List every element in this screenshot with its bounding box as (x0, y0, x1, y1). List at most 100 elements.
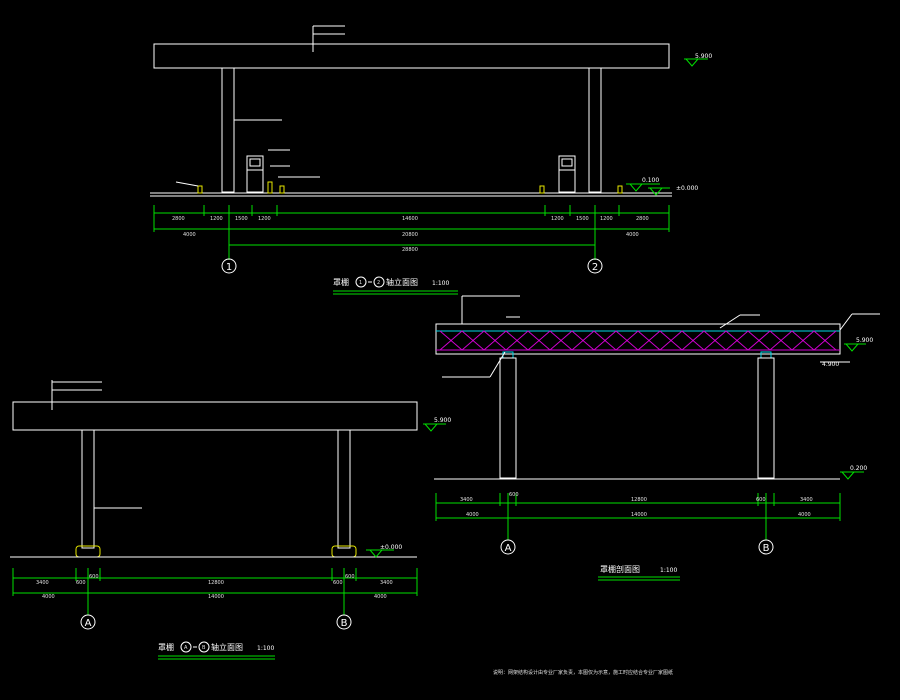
svg-text:600: 600 (89, 574, 99, 580)
fuel-dispenser-left (246, 155, 264, 193)
axis-marker-B: B (758, 539, 774, 555)
fuel-dispenser-right (558, 155, 576, 193)
bollard (617, 185, 623, 194)
svg-text:B: B (763, 543, 770, 554)
elevation-label-mid: 4.900 (822, 361, 839, 368)
view-title-1-2: 罩棚 1 2 轴立面图 1:100 (333, 276, 458, 295)
bollard (267, 181, 273, 194)
svg-text:轴立面图: 轴立面图 (386, 277, 418, 287)
column-right (757, 357, 775, 479)
column-left (221, 67, 235, 193)
svg-text:1500: 1500 (235, 216, 248, 222)
svg-text:28800: 28800 (402, 247, 418, 253)
svg-text:0.200: 0.200 (850, 465, 867, 472)
column-left (81, 429, 95, 549)
svg-text:12800: 12800 (631, 497, 647, 503)
svg-text:1200: 1200 (600, 216, 613, 222)
svg-text:4000: 4000 (626, 232, 639, 238)
dimension-text-row1: 3400 600 12800 600 3400 (460, 492, 813, 503)
elevation-mark-roof: 5.900 (684, 53, 712, 67)
svg-text:600: 600 (509, 492, 519, 498)
bollard (539, 185, 545, 194)
svg-text:±0.000: ±0.000 (380, 544, 402, 551)
column-right (337, 429, 351, 549)
svg-text:4000: 4000 (466, 512, 479, 518)
elevation-1-2: 5.900 0.100 ±0.000 2800 (150, 25, 712, 295)
elevation-mark-ground: 0.100 ±0.000 (626, 177, 698, 196)
axis-marker-A: A (80, 614, 96, 630)
svg-text:14000: 14000 (208, 594, 224, 600)
axis-marker-1: 1 (221, 258, 237, 274)
dimension-text-row2: 4000 14000 4000 (42, 594, 387, 600)
dimension-lines (12, 568, 418, 615)
column-right (588, 67, 602, 193)
svg-text:3400: 3400 (36, 580, 49, 586)
svg-text:B: B (341, 618, 348, 629)
elevation-mark-ground: 0.200 (840, 465, 867, 480)
axis-marker-A: A (500, 539, 516, 555)
svg-text:14000: 14000 (631, 512, 647, 518)
svg-text:2800: 2800 (636, 216, 649, 222)
dimension-text-row2: 4000 14000 4000 (466, 512, 811, 518)
svg-text:4.900: 4.900 (822, 361, 839, 368)
elevation-A-B: 5.900 ±0.000 3400 600 600 12800 600 600 (10, 380, 451, 660)
svg-text:罩棚剖面图: 罩棚剖面图 (600, 564, 640, 574)
elevation-mark-top: 5.900 (844, 337, 873, 352)
drawing-note: 说明：网架结构设计由专业厂家负责，本图仅为示意，施工时应结合专业厂家图纸 (493, 669, 673, 676)
svg-text:轴立面图: 轴立面图 (211, 642, 243, 652)
svg-text:3400: 3400 (800, 497, 813, 503)
svg-text:3400: 3400 (460, 497, 473, 503)
dimension-text-row1: 2800 1200 1500 1200 14600 1200 1500 1200… (172, 216, 649, 222)
svg-text:1:100: 1:100 (257, 645, 274, 652)
svg-text:罩棚: 罩棚 (333, 277, 349, 287)
svg-text:2: 2 (592, 262, 598, 273)
svg-text:3400: 3400 (380, 580, 393, 586)
svg-text:1:100: 1:100 (660, 567, 677, 574)
dimension-lines (435, 493, 841, 540)
elevation-mark-roof: 5.900 (423, 417, 451, 432)
section-view: 5.900 4.900 0.200 3400 600 12800 600 (434, 295, 880, 581)
column-left (499, 357, 517, 479)
view-title-section: 罩棚剖面图 1:100 (598, 564, 680, 581)
axis-marker-B: B (336, 614, 352, 630)
space-truss (435, 323, 841, 355)
svg-text:1500: 1500 (576, 216, 589, 222)
dimension-text-row1: 3400 600 600 12800 600 600 3400 (36, 574, 393, 586)
svg-text:20800: 20800 (402, 232, 418, 238)
svg-text:±0.000: ±0.000 (676, 185, 698, 192)
svg-text:A: A (85, 618, 92, 629)
svg-text:2800: 2800 (172, 216, 185, 222)
svg-text:12800: 12800 (208, 580, 224, 586)
svg-text:600: 600 (76, 580, 86, 586)
view-title-A-B: 罩棚 A B 轴立面图 1:100 (158, 641, 275, 660)
svg-text:14600: 14600 (402, 216, 418, 222)
svg-text:1: 1 (226, 262, 232, 273)
svg-text:600: 600 (756, 497, 766, 503)
dimension-lines (153, 205, 670, 260)
elevation-mark-ground: ±0.000 (366, 544, 402, 558)
svg-text:4000: 4000 (374, 594, 387, 600)
svg-text:A: A (505, 543, 512, 554)
svg-text:B: B (202, 645, 206, 651)
svg-text:600: 600 (345, 574, 355, 580)
svg-text:1:100: 1:100 (432, 280, 449, 287)
svg-text:0.100: 0.100 (642, 177, 659, 184)
svg-text:2: 2 (377, 280, 380, 286)
svg-text:1: 1 (359, 280, 362, 286)
canopy-roof (153, 43, 670, 69)
axis-marker-2: 2 (587, 258, 603, 274)
svg-text:600: 600 (333, 580, 343, 586)
svg-text:5.900: 5.900 (695, 53, 712, 60)
svg-text:1200: 1200 (210, 216, 223, 222)
svg-text:5.900: 5.900 (856, 337, 873, 344)
dimension-text-row2: 4000 20800 4000 28800 (183, 232, 639, 253)
svg-text:4000: 4000 (798, 512, 811, 518)
svg-text:1200: 1200 (551, 216, 564, 222)
support-bearing (760, 351, 772, 359)
svg-text:4000: 4000 (42, 594, 55, 600)
svg-text:1200: 1200 (258, 216, 271, 222)
bollard (279, 185, 285, 194)
svg-text:A: A (184, 645, 188, 651)
bollard (197, 185, 203, 194)
